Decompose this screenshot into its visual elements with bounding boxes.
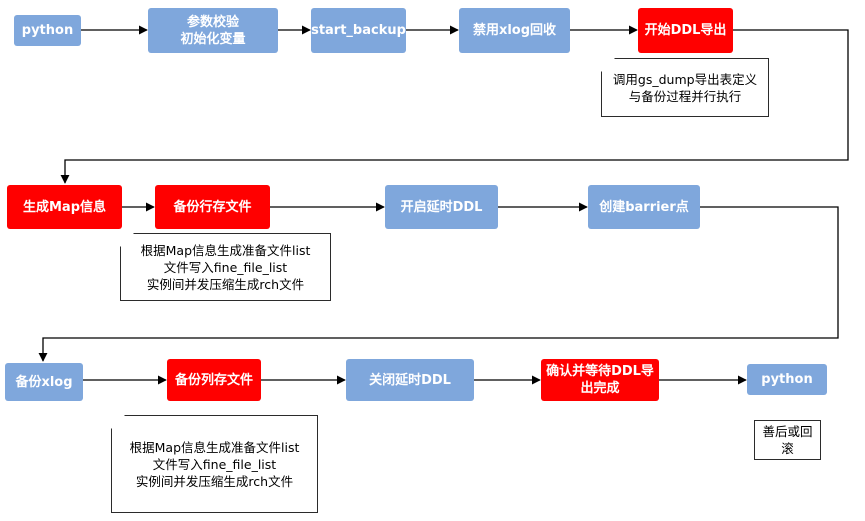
validate-init-node: 参数校验 初始化变量 <box>148 8 278 53</box>
python-start-node: python <box>14 15 81 46</box>
enable-delay-ddl-node: 开启延时DDL <box>385 185 498 229</box>
python-end-node: python <box>747 364 827 395</box>
ddl-export-note: 调用gs_dump导出表定义 与备份过程并行执行 <box>601 58 769 117</box>
column-store-note: 根据Map信息生成准备文件list 文件写入fine_file_list 实例间… <box>111 415 318 513</box>
generate-map-node: 生成Map信息 <box>7 185 122 229</box>
create-barrier-node: 创建barrier点 <box>588 185 700 229</box>
start-ddl-export-node: 开始DDL导出 <box>638 8 733 53</box>
arrow-barrier-to-backup-xlog <box>38 206 839 362</box>
confirm-ddl-export-node: 确认并等待DDL导 出完成 <box>541 359 659 401</box>
disable-xlog-recycle-node: 禁用xlog回收 <box>459 8 570 53</box>
backup-xlog-node: 备份xlog <box>5 363 83 401</box>
backup-row-store-node: 备份行存文件 <box>155 185 270 229</box>
arrow-ddl-export-to-gen-map <box>60 29 849 184</box>
row-store-note: 根据Map信息生成准备文件list 文件写入fine_file_list 实例间… <box>120 233 331 301</box>
start-backup-node: start_backup <box>311 8 406 53</box>
disable-delay-ddl-node: 关闭延时DDL <box>346 359 474 401</box>
cleanup-rollback-note: 善后或回 滚 <box>754 420 821 460</box>
backup-column-store-node: 备份列存文件 <box>167 359 261 401</box>
